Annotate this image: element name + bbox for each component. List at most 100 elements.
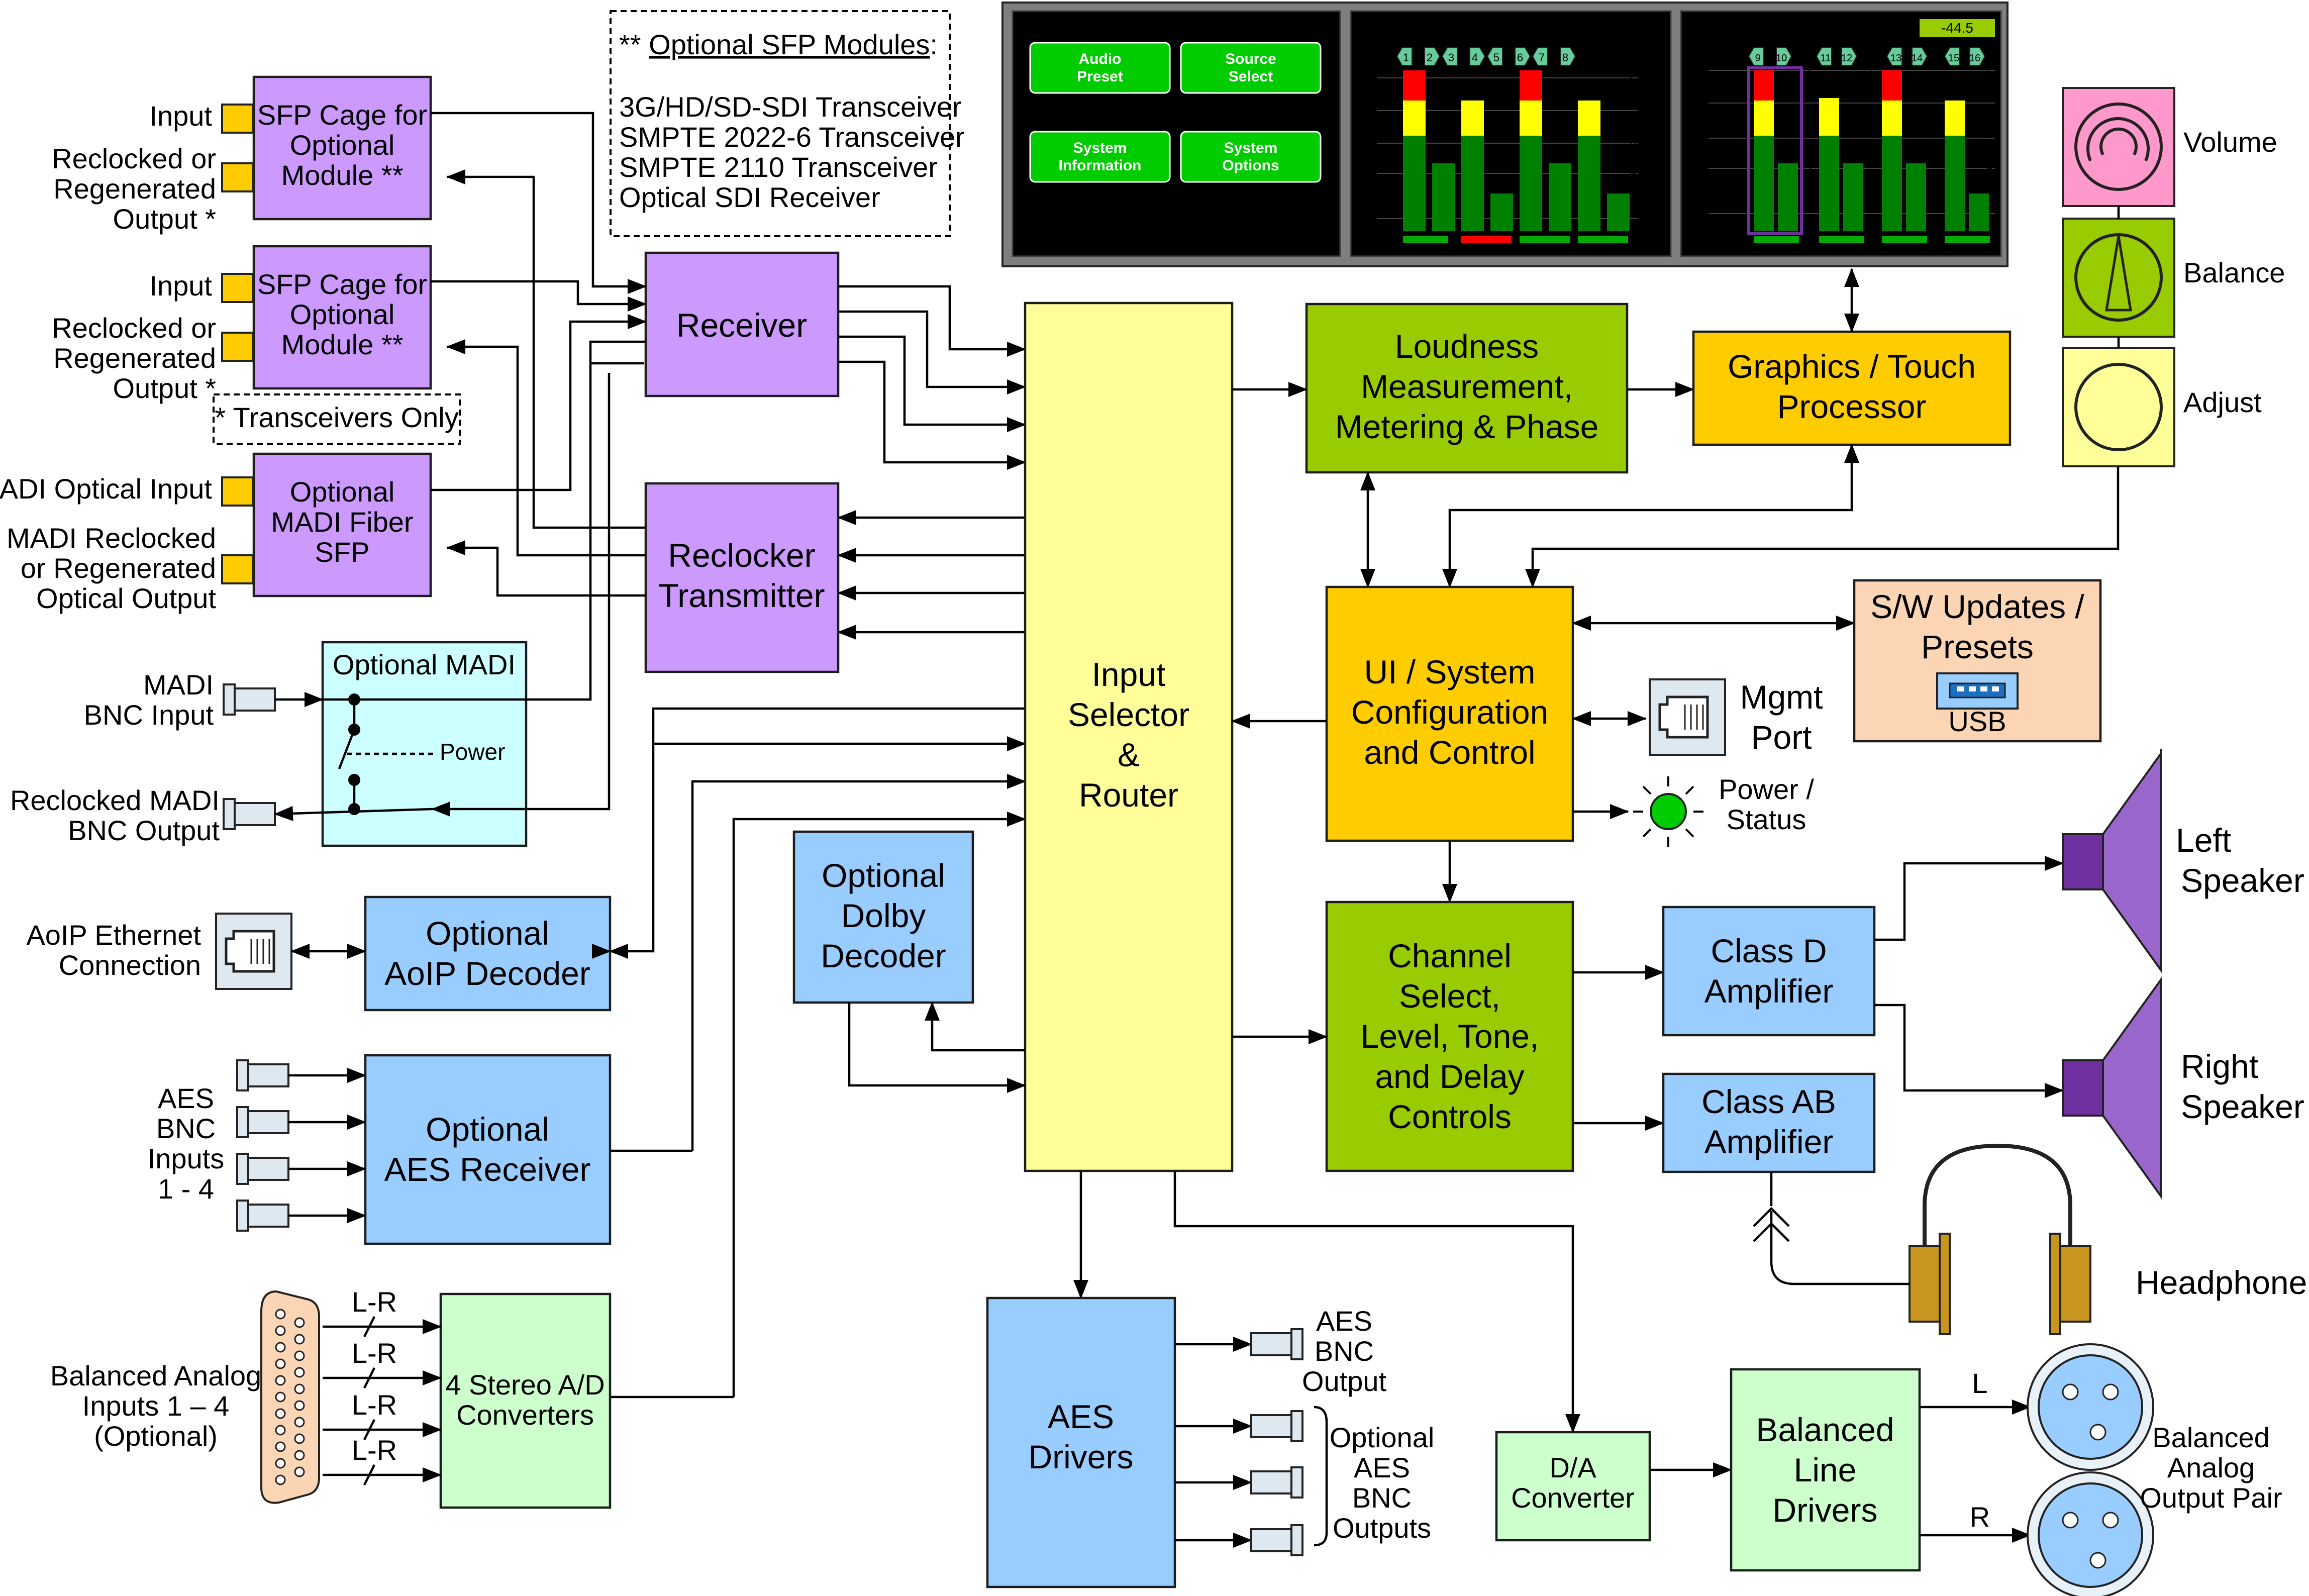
- loudness-line: Metering & Phase: [1335, 408, 1599, 445]
- balanced-line-line: Drivers: [1773, 1491, 1878, 1529]
- meter-scale: -30: [1686, 132, 1702, 145]
- meter-scale: -40: [1357, 168, 1373, 181]
- channel-tab[interactable]: 14: [1912, 53, 1923, 64]
- madi-fiber-line: SFP: [315, 536, 370, 568]
- receiver-label: Receiver: [676, 307, 807, 344]
- button-line: Audio: [1079, 51, 1122, 67]
- meter-side-text: o: [1987, 128, 1993, 141]
- loudness-line: Measurement,: [1361, 368, 1573, 405]
- bnc-connector: [1250, 1328, 1303, 1360]
- aoip-decoder-line: Optional: [426, 915, 549, 952]
- meter-side-text: t: [1809, 78, 1812, 90]
- right-speaker-label: Right: [2181, 1048, 2258, 1085]
- button-line: Information: [1059, 157, 1142, 174]
- aes-receiver-line: AES Receiver: [384, 1151, 591, 1188]
- balanced-line-line: Balanced: [1756, 1411, 1894, 1448]
- button-line: System: [1073, 140, 1127, 156]
- sfp-cage-2-line: Optional: [290, 298, 395, 330]
- meter-side-text: e: [1870, 116, 1876, 128]
- balance-knob-icon[interactable]: [2062, 218, 2175, 338]
- da-converter-line: Converter: [1511, 1482, 1635, 1514]
- transceivers-only-note: * Transceivers Only: [213, 393, 461, 445]
- mgmt-port-label: Port: [1751, 719, 1812, 756]
- sw-updates-line: Presets: [1921, 628, 2034, 665]
- channel-tab[interactable]: 15: [1948, 53, 1959, 64]
- ui-system-line: UI / System: [1364, 653, 1535, 690]
- button-line: Select: [1229, 68, 1273, 85]
- headphone-icon: [1909, 1143, 2091, 1335]
- meter-side-text: e: [1870, 90, 1876, 103]
- channel-tab[interactable]: 1: [1403, 51, 1409, 64]
- meter-panel-a: 1 2 3 4 5 6 7 8 -00 -20 -30 -40 -60 00 2…: [1357, 47, 1658, 243]
- meter-scale: 00: [1646, 63, 1658, 75]
- mgmt-port-icon: [1649, 678, 1726, 756]
- left-speaker-label: Speaker: [2181, 862, 2304, 899]
- channel-tab[interactable]: 8: [1562, 51, 1568, 64]
- meter-scale: -40: [1686, 162, 1702, 175]
- channel-tab[interactable]: 5: [1493, 51, 1499, 64]
- channel-tab[interactable]: 11: [1821, 53, 1831, 64]
- aes-bnc-output-label: AES: [1316, 1305, 1372, 1337]
- meter-side-text: A: [1630, 166, 1637, 178]
- channel-tab[interactable]: 9: [1755, 53, 1760, 64]
- screen-button-source-select[interactable]: Source Select: [1180, 42, 1322, 94]
- channel-tab[interactable]: 16: [1969, 53, 1980, 64]
- meter-side-text: d: [1987, 103, 1993, 116]
- reclocked-madi-bnc-label: BNC Output: [68, 815, 220, 846]
- meter-scale: -60: [1357, 214, 1373, 226]
- aes-drivers-line: AES: [1048, 1398, 1114, 1435]
- sfp-modules-note: ** Optional SFP Modules: 3G/HD/SD-SDI Tr…: [610, 10, 965, 237]
- channel-tab[interactable]: 3: [1448, 51, 1454, 64]
- channel-tab[interactable]: 10: [1776, 53, 1787, 64]
- bnc-connector: [1250, 1466, 1303, 1499]
- bnc-connector: [223, 798, 276, 830]
- screen-button-audio-preset[interactable]: Audio Preset: [1029, 42, 1171, 94]
- channel-tab[interactable]: 6: [1517, 51, 1523, 64]
- bnc-connector: [236, 1200, 289, 1232]
- volume-knob-icon[interactable]: [2062, 87, 2175, 207]
- meter-side-text: e: [1808, 116, 1814, 128]
- sfp-port-connector: [221, 104, 254, 134]
- bnc-connector: [236, 1106, 289, 1138]
- sfp-cage-2: SFP Cage for Optional Module **: [252, 245, 432, 390]
- channel-tab[interactable]: 13: [1890, 53, 1901, 64]
- input-label: Input: [149, 100, 212, 132]
- main-menu-title: Main Menu: [1030, 15, 1120, 35]
- channel-tab[interactable]: 12: [1841, 53, 1852, 64]
- power-label: Power: [440, 739, 505, 765]
- usb-label: USB: [1948, 706, 2006, 737]
- input-selector-router: Input Selector & Router: [1024, 302, 1234, 1172]
- channel-tab[interactable]: 2: [1427, 51, 1433, 64]
- adjust-label: Adjust: [2183, 386, 2262, 418]
- volume-label: Volume: [2183, 126, 2277, 158]
- sw-updates-line: S/W Updates /: [1870, 588, 2084, 625]
- power-status-label: Status: [1727, 804, 1806, 835]
- mgmt-port-label: Mgmt: [1740, 678, 1823, 716]
- aes-bnc-inputs-label: Inputs: [148, 1143, 225, 1174]
- sfp-note-item: SMPTE 2022-6 Transceiver: [619, 121, 965, 153]
- dolby-line: Optional: [822, 857, 945, 894]
- sfp-port-connector: [221, 476, 254, 507]
- channel-tab[interactable]: 7: [1539, 51, 1545, 64]
- bnc-connector: [236, 1153, 289, 1185]
- meter-side-text: o: [1808, 128, 1814, 141]
- screen-button-system-options[interactable]: System Options: [1180, 131, 1322, 183]
- receiver-block: Receiver: [644, 251, 840, 397]
- input-selector-line: Selector: [1068, 696, 1189, 733]
- madi-fiber-line: MADI Fiber: [271, 506, 413, 538]
- right-speaker-label: Speaker: [2181, 1088, 2304, 1125]
- lr-label: L-R: [352, 1389, 397, 1421]
- loudness-line: Loudness: [1395, 328, 1539, 365]
- meter-scale: -00: [1357, 73, 1373, 85]
- sfp-port-connector: [221, 554, 254, 584]
- optional-aes-outputs-label: BNC: [1352, 1482, 1412, 1514]
- aoip-ethernet-label: Connection: [59, 949, 201, 981]
- channel-tab[interactable]: 4: [1472, 51, 1478, 64]
- aoip-ethernet-label: AoIP Ethernet: [26, 919, 201, 951]
- screen-button-system-information[interactable]: System Information: [1029, 131, 1171, 183]
- adjust-knob-icon[interactable]: [2062, 347, 2175, 467]
- reclocked-label: Regenerated: [53, 173, 216, 205]
- aes-bnc-inputs-label: BNC: [156, 1113, 216, 1144]
- input-selector-line: &: [1118, 736, 1140, 773]
